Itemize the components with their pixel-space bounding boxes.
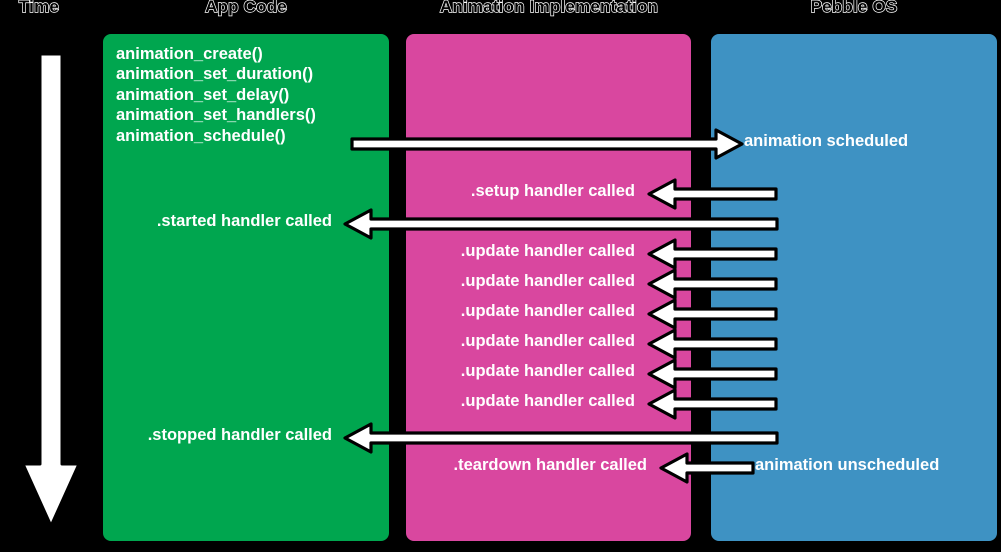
column-header-time: Time — [18, 0, 60, 17]
message-label-update-handler: .update handler called — [460, 392, 635, 410]
message-label-update-handler: .update handler called — [460, 242, 635, 260]
app-code-call-list: animation_create() animation_set_duratio… — [116, 44, 316, 146]
message-label-animation-unscheduled: animation unscheduled — [755, 456, 940, 474]
app-code-call: animation_set_duration() — [116, 65, 314, 84]
arrow-teardown-handler — [657, 451, 757, 485]
arrow-stopped-handler — [341, 421, 781, 455]
column-header-app-code: App Code — [204, 0, 287, 17]
message-label-update-handler: .update handler called — [460, 332, 635, 350]
arrow-setup-handler — [645, 177, 780, 211]
app-code-call: animation_create() — [116, 45, 263, 63]
arrow-update-handler — [645, 357, 780, 391]
arrow-started-handler — [341, 207, 781, 241]
message-label-animation-scheduled: animation scheduled — [744, 132, 909, 150]
message-label-setup-handler: .setup handler called — [470, 182, 635, 200]
arrow-animation-scheduled — [348, 127, 746, 161]
message-label-teardown-handler: .teardown handler called — [453, 456, 647, 474]
message-label-started-handler: .started handler called — [156, 212, 332, 230]
lane-animation-implementation — [403, 31, 694, 544]
message-label-stopped-handler: .stopped handler called — [147, 426, 332, 444]
lane-app-code — [100, 31, 392, 544]
app-code-call: animation_set_handlers() — [116, 106, 316, 125]
message-label-update-handler: .update handler called — [460, 302, 635, 320]
app-code-call: animation_set_delay() — [116, 85, 290, 104]
message-label-update-handler: .update handler called — [460, 272, 635, 290]
arrow-update-handler — [645, 387, 780, 421]
column-header-pebble-os: Pebble OS — [810, 0, 898, 17]
app-code-call: animation_schedule() — [116, 126, 286, 145]
arrow-update-handler — [645, 237, 780, 271]
arrow-update-handler — [645, 267, 780, 301]
message-label-update-handler: .update handler called — [460, 362, 635, 380]
arrow-update-handler — [645, 327, 780, 361]
time-arrow-icon — [18, 44, 84, 536]
column-header-animation-implementation: Animation Implementation — [439, 0, 659, 17]
arrow-update-handler — [645, 297, 780, 331]
